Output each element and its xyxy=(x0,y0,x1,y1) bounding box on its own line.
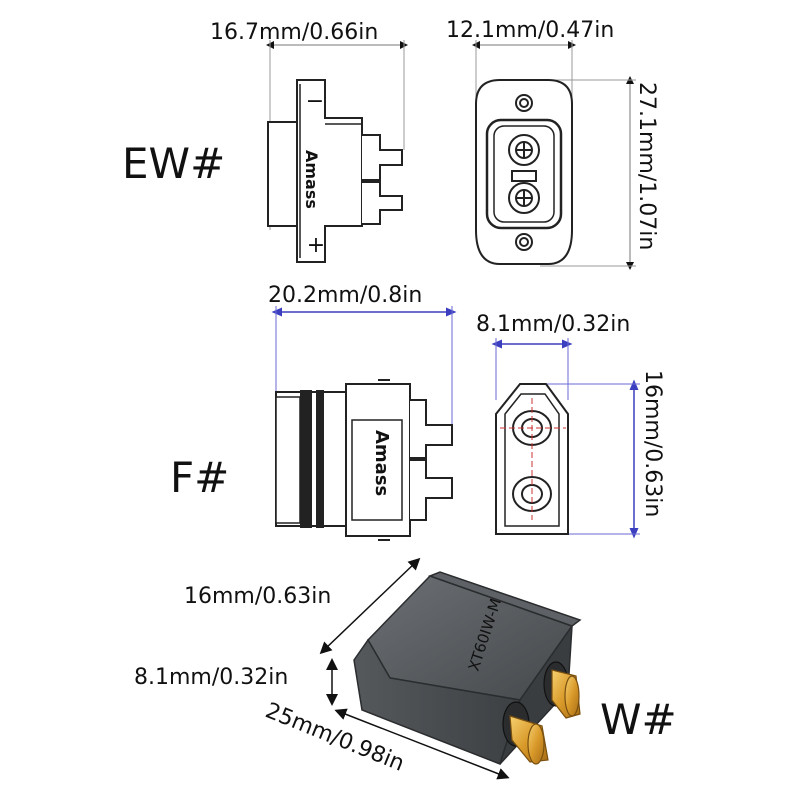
w-section: W# 16mm/0.63in 8.1mm/0.32in 25mm/0.98in … xyxy=(134,557,677,780)
ew-side-width-label: 16.7mm/0.66in xyxy=(210,20,378,45)
f-side-width-label: 20.2mm/0.8in xyxy=(268,283,422,308)
w-depth-arrow xyxy=(334,708,510,780)
w-brass-pins xyxy=(502,661,581,765)
f-front-width-dimension xyxy=(491,338,573,400)
f-brand-text: Amass xyxy=(371,430,392,496)
f-side-width-dimension xyxy=(271,306,457,440)
ew-brand-text: Amass xyxy=(302,150,321,209)
f-front-centerlines xyxy=(500,398,566,520)
ew-label: EW# xyxy=(122,139,225,188)
f-front-height-label: 16mm/0.63in xyxy=(640,370,665,517)
ew-front-width-label: 12.1mm/0.47in xyxy=(446,18,614,43)
w-length-label: 16mm/0.63in xyxy=(184,584,331,609)
f-side-view xyxy=(275,379,453,541)
ew-plus-mark: + xyxy=(307,233,325,258)
w-length-arrow xyxy=(319,557,421,655)
ew-front-height-label: 27.1mm/1.07in xyxy=(634,82,659,250)
ew-minus-mark: − xyxy=(306,89,324,114)
ew-front-view xyxy=(475,79,573,265)
ew-side-view xyxy=(267,79,403,263)
f-section: F# 20.2mm/0.8in Amass 8.1mm/ xyxy=(170,283,665,541)
f-label: F# xyxy=(170,453,229,502)
w-height-label: 8.1mm/0.32in xyxy=(134,665,288,690)
w-label: W# xyxy=(600,695,677,744)
w-connector-body xyxy=(353,571,582,765)
f-front-width-label: 8.1mm/0.32in xyxy=(476,312,630,337)
ew-section: EW# 16.7mm/0.66in − + Amass 12.1mm/0.47i… xyxy=(122,18,659,270)
